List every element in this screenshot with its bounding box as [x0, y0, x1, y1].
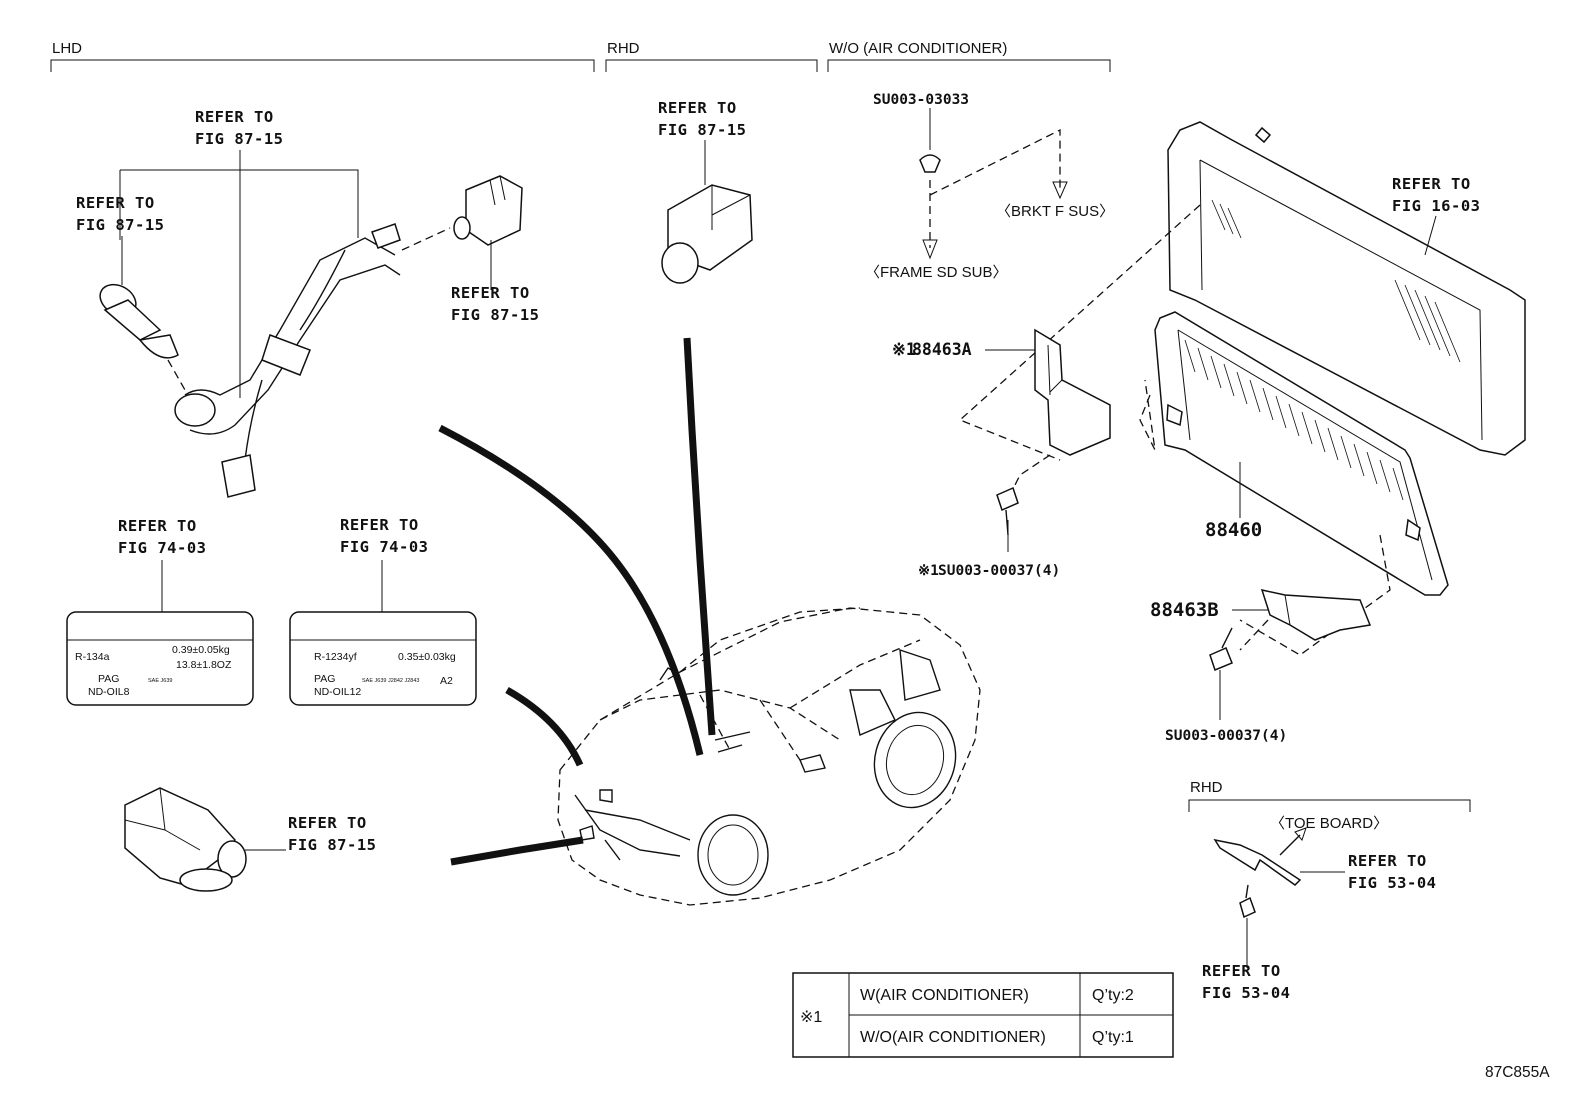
label-left-oil-code: ND-OIL8 [88, 686, 130, 698]
label-right-class: A2 [440, 675, 453, 687]
ref-toe-right-line2: FIG 53-04 [1348, 874, 1437, 892]
ref-lhd-right-line2: FIG 87-15 [451, 306, 540, 324]
rhd-sensor [661, 184, 753, 284]
sensor-right [453, 175, 523, 246]
toe-board-bracket: 〈TOE BOARD〉 REFER TO FIG 53-04 REFER TO … [1202, 815, 1437, 1002]
label-left-small: SAE J639 [148, 678, 172, 684]
mark-bolt-a: ※1 [918, 563, 939, 579]
ref-radiator-line1: REFER TO [1392, 175, 1471, 193]
dest-frame-sd-sub: 〈FRAME SD SUB〉 [865, 264, 1008, 281]
ref-toe-bottom-line1: REFER TO [1202, 962, 1281, 980]
qty-row2-condition: W/O(AIR CONDITIONER) [860, 1029, 1046, 1046]
refrigerant-label-right: R-1234yf 0.35±0.03kg PAG SAE J639 J2842 … [289, 611, 477, 706]
ref-label-right-line2: FIG 74-03 [340, 538, 429, 556]
ref-rhd-sensor-line2: FIG 87-15 [658, 121, 747, 139]
label-left-amount-oz: 13.8±1.8OZ [176, 659, 232, 671]
part-bolt-b-number: SU003-00037(4) [1165, 728, 1287, 744]
section-label-lhd: LHD [52, 40, 82, 57]
part-88463b-number: 88463B [1150, 599, 1219, 621]
ref-label-left: REFER TO FIG 74-03 [118, 517, 207, 612]
ref-toe-right-line1: REFER TO [1348, 852, 1427, 870]
part-clip-number: SU003-03033 [873, 92, 969, 108]
ref-radiator: REFER TO FIG 16-03 [1392, 175, 1481, 256]
ref-lhd-left-line2: FIG 87-15 [76, 216, 165, 234]
car-outline [557, 607, 981, 906]
refrigerant-label-left: R-134a 0.39±0.05kg 13.8±1.8OZ PAG SAE J6… [66, 611, 254, 706]
condenser-88460 [1139, 311, 1449, 656]
label-left-oil: PAG [98, 673, 119, 685]
qty-row1-condition: W(AIR CONDITIONER) [860, 987, 1029, 1004]
qty-row2-qty: Q’ty:1 [1092, 1029, 1134, 1046]
bottom-sensor [124, 787, 286, 892]
sensor-left [99, 283, 179, 359]
section-label-rhd-bottom: RHD [1190, 779, 1223, 796]
part-88463a-number: 88463A [912, 340, 972, 359]
figure-code: 87C855A [1485, 1064, 1550, 1081]
ref-toe-bottom-line2: FIG 53-04 [1202, 984, 1291, 1002]
ref-label-right: REFER TO FIG 74-03 [340, 516, 429, 612]
bracket-88463b: 88463B [1150, 588, 1372, 651]
bolt-a: ※1 SU003-00037(4) [918, 486, 1060, 579]
rhd-sensor-group: REFER TO FIG 87-15 [658, 99, 753, 284]
mark-88463a: ※1 [892, 340, 916, 359]
part-bolt-a-number: SU003-00037(4) [938, 563, 1060, 579]
radiator [958, 121, 1526, 461]
label-right-oil-code: ND-OIL12 [314, 686, 361, 698]
section-rhd-bottom: RHD [1188, 779, 1471, 812]
ref-lhd-right-line1: REFER TO [451, 284, 530, 302]
qty-table: ※1 W(AIR CONDITIONER) Q’ty:2 W/O(AIR CON… [792, 972, 1174, 1058]
label-right-oil: PAG [314, 673, 335, 685]
ref-lhd-center-line2: FIG 87-15 [195, 130, 284, 148]
ref-label-left-line2: FIG 74-03 [118, 539, 207, 557]
section-wo-ac: W/O (AIR CONDITIONER) [827, 40, 1111, 72]
label-right-refrigerant: R-1234yf [314, 651, 357, 663]
bracket-88463a: ※1 88463A [892, 328, 1111, 496]
clip-icon [919, 154, 941, 173]
label-88460: 88460 [1205, 462, 1262, 541]
dest-toe-board: 〈TOE BOARD〉 [1270, 815, 1388, 832]
dest-brkt-f-sus: 〈BRKT F SUS〉 [996, 203, 1114, 220]
ref-label-left-line1: REFER TO [118, 517, 197, 535]
ref-label-right-line1: REFER TO [340, 516, 419, 534]
label-right-small: SAE J639 J2842 J2843 [362, 678, 420, 684]
ref-lhd-left-line1: REFER TO [76, 194, 155, 212]
section-rhd-top: RHD [605, 40, 818, 72]
ref-lhd-center-line1: REFER TO [195, 108, 274, 126]
section-label-wo-ac: W/O (AIR CONDITIONER) [829, 40, 1007, 57]
ref-radiator-line2: FIG 16-03 [1392, 197, 1481, 215]
section-label-rhd: RHD [607, 40, 640, 57]
label-right-amount-kg: 0.35±0.03kg [398, 651, 456, 663]
qty-row1-qty: Q’ty:2 [1092, 987, 1134, 1004]
ref-bottom-sensor-line1: REFER TO [288, 814, 367, 832]
label-left-refrigerant: R-134a [75, 651, 110, 663]
harness [174, 223, 401, 498]
lhd-harness-assembly: REFER TO FIG 87-15 REFER TO FIG 87-15 [76, 108, 540, 498]
ref-bottom-sensor-line2: FIG 87-15 [288, 836, 377, 854]
bolt-b: SU003-00037(4) [1165, 627, 1287, 744]
wo-ac-clip-group: SU003-03033 〈BRKT F SUS〉 〈FRAME SD SUB〉 [865, 92, 1114, 281]
ref-rhd-sensor-line1: REFER TO [658, 99, 737, 117]
section-lhd: LHD [50, 40, 595, 72]
qty-table-mark: ※1 [800, 1009, 822, 1026]
part-88460-number: 88460 [1205, 519, 1262, 541]
label-left-amount-kg: 0.39±0.05kg [172, 644, 230, 656]
leader-lines [438, 337, 716, 866]
ref-bottom-sensor: REFER TO FIG 87-15 [288, 814, 377, 854]
